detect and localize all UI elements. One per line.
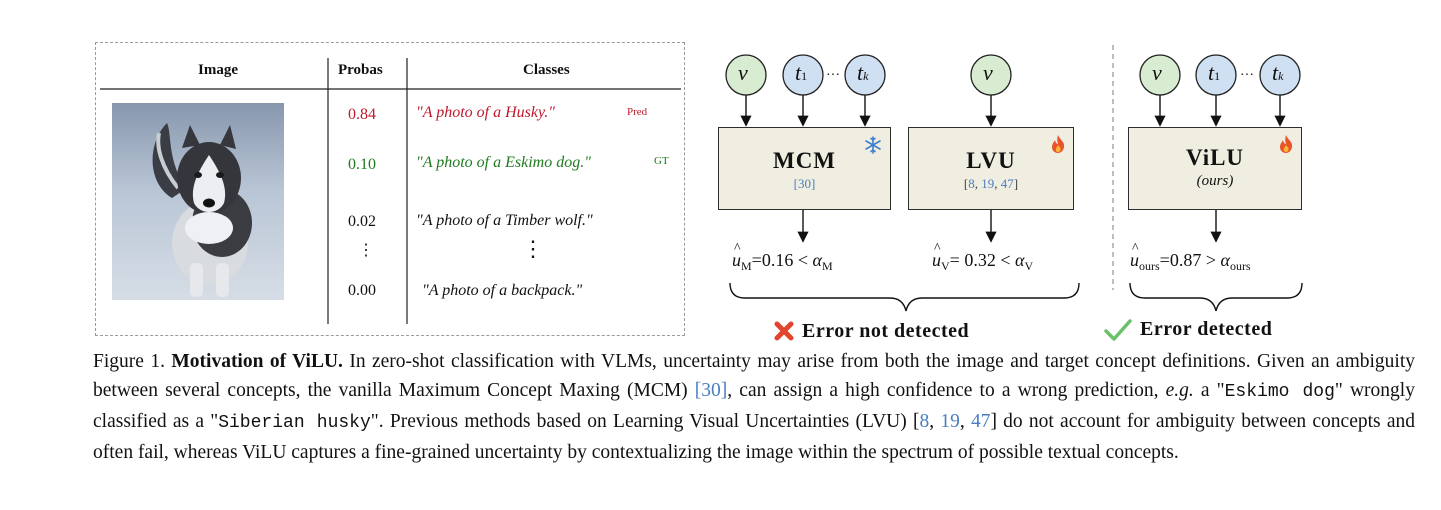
class-row-4: "A photo of a backpack." xyxy=(422,282,583,299)
node-v-2: v xyxy=(983,60,993,85)
prob-row-1: 0.84 xyxy=(348,106,376,123)
cite-19[interactable]: 19 xyxy=(940,411,960,432)
figure-caption: Figure 1. Motivation of ViLU. In zero-sh… xyxy=(93,351,1416,463)
diagram-connectors xyxy=(725,45,1303,312)
mcm-box: MCM [30] xyxy=(718,127,891,210)
husky-photo xyxy=(112,103,284,300)
vdots-classes: ⋮ xyxy=(522,236,544,261)
class-row-3: "A photo of a Timber wolf." xyxy=(416,212,593,229)
node-v-1: v xyxy=(738,60,748,85)
header-probas: Probas xyxy=(338,62,383,78)
node-dots-3: ··· xyxy=(1240,68,1254,83)
check-icon xyxy=(1104,319,1132,341)
lvu-title: LVU xyxy=(966,148,1016,173)
pred-tag: Pred xyxy=(627,106,648,118)
vilu-box: ViLU (ours) xyxy=(1128,127,1302,210)
cross-icon xyxy=(774,321,794,341)
cite-47[interactable]: 47 xyxy=(970,411,991,432)
node-t1-3: t1 xyxy=(1208,60,1221,85)
gt-tag: GT xyxy=(654,155,669,167)
cite-8[interactable]: 8 xyxy=(919,411,930,432)
prob-row-4: 0.00 xyxy=(348,282,376,299)
cite-30[interactable]: [30] xyxy=(694,380,728,401)
snowflake-icon xyxy=(865,136,881,154)
class-row-2: "A photo of a Eskimo dog." xyxy=(416,154,591,171)
vilu-formula: uours=0.87 > αours xyxy=(1130,241,1251,274)
node-tk-3: tk xyxy=(1272,60,1284,85)
caption-bold-title: Motivation of ViLU. xyxy=(171,351,343,372)
class-row-1: "A photo of a Husky." xyxy=(416,104,555,121)
mcm-title: MCM xyxy=(772,148,837,173)
mcm-formula: uM=0.16 < αM xyxy=(732,241,833,274)
table-lines xyxy=(100,58,681,324)
header-classes: Classes xyxy=(523,62,570,78)
vilu-title: ViLU xyxy=(1185,145,1245,170)
lvu-cite: [8, 19, 47] xyxy=(963,176,1019,191)
node-dots-1: ··· xyxy=(826,68,840,83)
node-v-3: v xyxy=(1152,60,1162,85)
fire-icon xyxy=(1052,135,1065,153)
status-detected: Error detected xyxy=(1140,318,1273,340)
vdots-probas: ⋮ xyxy=(358,242,374,259)
prob-row-3: 0.02 xyxy=(348,213,376,230)
prob-row-2: 0.10 xyxy=(348,156,376,173)
status-not-detected: Error not detected xyxy=(802,320,970,342)
table-panel xyxy=(95,42,685,336)
lvu-box: LVU [8, 19, 47] xyxy=(908,127,1074,210)
vilu-sub: (ours) xyxy=(1196,173,1234,189)
header-image: Image xyxy=(198,62,238,78)
caption-fig-label: Figure 1. xyxy=(93,351,165,372)
mcm-cite[interactable]: [30] xyxy=(793,176,816,191)
fire-icon xyxy=(1280,135,1293,153)
node-tk-1: tk xyxy=(857,60,869,85)
node-t1-1: t1 xyxy=(795,60,808,85)
lvu-formula: uV= 0.32 < αV xyxy=(932,241,1033,274)
